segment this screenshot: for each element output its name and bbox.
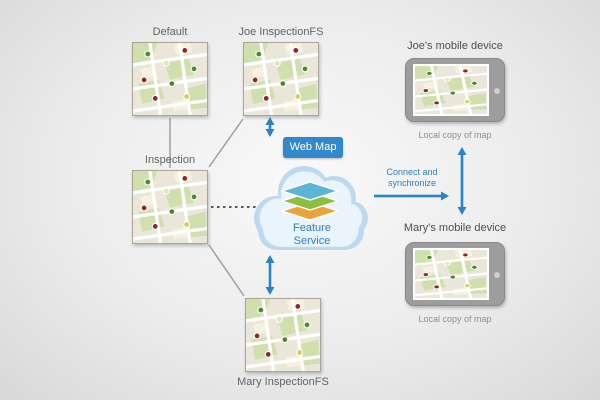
joe-device-caption: Local copy of map — [418, 130, 492, 140]
arrow-joe-webmap — [268, 123, 272, 132]
feature-service-label: Feature Service — [293, 222, 331, 247]
arrow-devices-sync — [460, 154, 464, 208]
map-tile-mary-inspectionfs — [245, 298, 321, 372]
connector-inspection-mary — [208, 244, 245, 297]
joe-mobile-device — [405, 58, 505, 122]
layers-icon — [279, 181, 341, 221]
label-mary-inspectionfs: Mary InspectionFS — [237, 376, 329, 388]
map-thumbnail — [415, 66, 487, 114]
arrow-service-devices — [374, 194, 441, 198]
feature-service-cloud — [246, 156, 374, 260]
mary-device-caption: Local copy of map — [418, 314, 492, 324]
map-tile-inspection — [132, 170, 208, 244]
label-inspection: Inspection — [144, 154, 196, 166]
map-thumbnail — [133, 171, 207, 243]
cloud-icon — [254, 166, 368, 250]
arrow-service-mary — [268, 262, 272, 288]
label-joe-inspectionfs: Joe InspectionFS — [238, 26, 324, 38]
map-thumbnail — [246, 299, 320, 371]
map-tile-joe-inspectionfs — [243, 42, 319, 116]
map-thumbnail — [244, 43, 318, 115]
joe-device-title: Joe's mobile device — [407, 40, 503, 52]
map-tile-default — [132, 42, 208, 116]
map-thumbnail — [415, 250, 487, 298]
connect-synchronize-label: Connect and synchronize — [386, 167, 438, 189]
camera-dot-icon — [494, 88, 500, 94]
mary-device-title: Mary's mobile device — [403, 222, 507, 234]
camera-dot-icon — [494, 272, 500, 278]
mary-mobile-device — [405, 242, 505, 306]
arrowhead-right-icon — [441, 191, 449, 201]
label-default: Default — [152, 26, 188, 38]
arrowhead-up-icon — [265, 117, 275, 125]
map-thumbnail — [133, 43, 207, 115]
arrowhead-up-icon — [457, 147, 467, 155]
device-screen — [413, 248, 489, 300]
web-map-badge: Web Map — [283, 137, 343, 158]
arrowhead-down-icon — [265, 129, 275, 137]
device-screen — [413, 64, 489, 116]
arrowhead-down-icon — [457, 207, 467, 215]
arrowhead-down-icon — [265, 287, 275, 295]
